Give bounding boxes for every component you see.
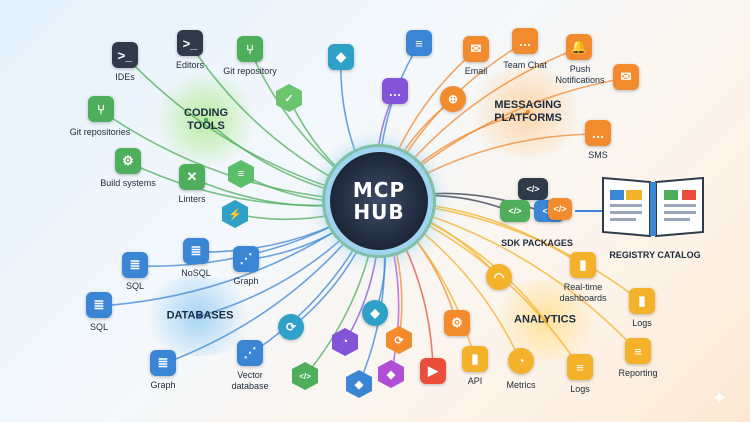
linter-icon: ✕ (179, 164, 205, 190)
github-icon: ⑂ (88, 96, 114, 122)
api-icon: ▮ (462, 346, 488, 372)
globe-icon: ⊕ (440, 86, 466, 112)
sms-label: SMS (588, 150, 608, 160)
category-coding-tools: CODING TOOLS (184, 107, 228, 133)
mail-icon-2: ✉ (613, 64, 639, 90)
mcp-hub: MCP HUB (330, 152, 428, 250)
email-label: Email (464, 66, 488, 76)
sync-icon: ⟳ (278, 314, 304, 340)
metrics-label: Metrics (506, 380, 536, 390)
slack-icon: … (382, 78, 408, 104)
sql-label-2: SQL (89, 322, 109, 332)
sms-icon: … (585, 120, 611, 146)
doc-hex-icon: ≡ (228, 160, 254, 188)
registry-book-icon (602, 176, 704, 238)
coding-line1: CODING (184, 107, 228, 119)
hub-line2: HUB (353, 200, 405, 224)
sdk-code-icon-4: </> (548, 198, 572, 220)
git-repositories-label: Git repositories (69, 127, 131, 137)
category-analytics: ANALYTICS (514, 313, 576, 326)
terminal-icon: >_ (112, 42, 138, 68)
gauge-icon: ◠ (486, 264, 512, 290)
mail-icon: ✉ (463, 36, 489, 62)
editor-terminal-icon: >_ (177, 30, 203, 56)
sql-db-icon-1: ≣ (122, 252, 148, 278)
note-icon: ≡ (406, 30, 432, 56)
realtime-dashboard-icon: ▮ (570, 252, 596, 278)
logs-icon-1: ▮ (629, 288, 655, 314)
logs-icon-2: ≡ (567, 354, 593, 380)
connector-dot-45 (542, 317, 548, 323)
graph-icon-1: ⋰ (233, 246, 259, 272)
logs-label-2: Logs (570, 384, 590, 394)
graph-label-2: Graph (150, 380, 176, 390)
reporting-icon: ≡ (625, 338, 651, 364)
sdk-packages-label: SDK PACKAGES (501, 238, 573, 248)
sql-label-1: SQL (125, 281, 145, 291)
git-repository-label: Git repository (223, 66, 277, 76)
sparkle-icon: ✦ (712, 388, 728, 408)
coding-line2: TOOLS (187, 120, 225, 132)
ides-label: IDEs (115, 72, 135, 82)
realtime-dashboards-label: Real-time dashboards (559, 282, 607, 303)
category-messaging: MESSAGING PLATFORMS (494, 99, 562, 125)
push-notifications-label: Push Notifications (555, 64, 605, 85)
messaging-line1: MESSAGING (494, 99, 562, 111)
nosql-db-icon: ≣ (183, 238, 209, 264)
metrics-pie-icon: ◔ (508, 348, 534, 374)
sdk-code-icon-1: </> (518, 178, 548, 200)
logs-label-1: Logs (632, 318, 652, 328)
connector-dot-29 (197, 313, 203, 319)
nosql-label: NoSQL (181, 268, 211, 278)
play-icon: ▶ (420, 358, 446, 384)
registry-catalog-label: REGISTRY CATALOG (609, 250, 701, 260)
vector-database-label: Vector database (231, 370, 269, 391)
messaging-line2: PLATFORMS (494, 112, 562, 124)
linters-label: Linters (178, 194, 206, 204)
bolt-hex-icon: ⚡ (222, 200, 248, 228)
bell-icon: 🔔 (566, 34, 592, 60)
git-icon: ⑂ (237, 36, 263, 62)
editors-label: Editors (175, 60, 205, 70)
hub-line1: MCP (352, 178, 406, 202)
reporting-label: Reporting (618, 368, 658, 378)
graph-label-1: Graph (233, 276, 259, 286)
team-chat-label: Team Chat (503, 60, 547, 70)
graph-db-icon-2: ≣ (150, 350, 176, 376)
build-systems-label: Build systems (100, 178, 156, 188)
diamond-icon: ◆ (328, 44, 354, 70)
sql-db-icon-2: ≣ (86, 292, 112, 318)
api-label: API (467, 376, 483, 386)
diamond-circle-icon: ◆ (362, 300, 388, 326)
vector-db-icon: ⋰ (237, 340, 263, 366)
gear-icon: ⚙ (115, 148, 141, 174)
connector-dot-9 (203, 117, 209, 123)
category-databases: DATABASES (166, 309, 234, 322)
gear-analytics-icon: ⚙ (444, 310, 470, 336)
sdk-code-icon-2: </> (500, 200, 530, 222)
chat-icon: … (512, 28, 538, 54)
check-hex-icon: ✓ (276, 84, 302, 112)
connector-dot-19 (525, 109, 531, 115)
